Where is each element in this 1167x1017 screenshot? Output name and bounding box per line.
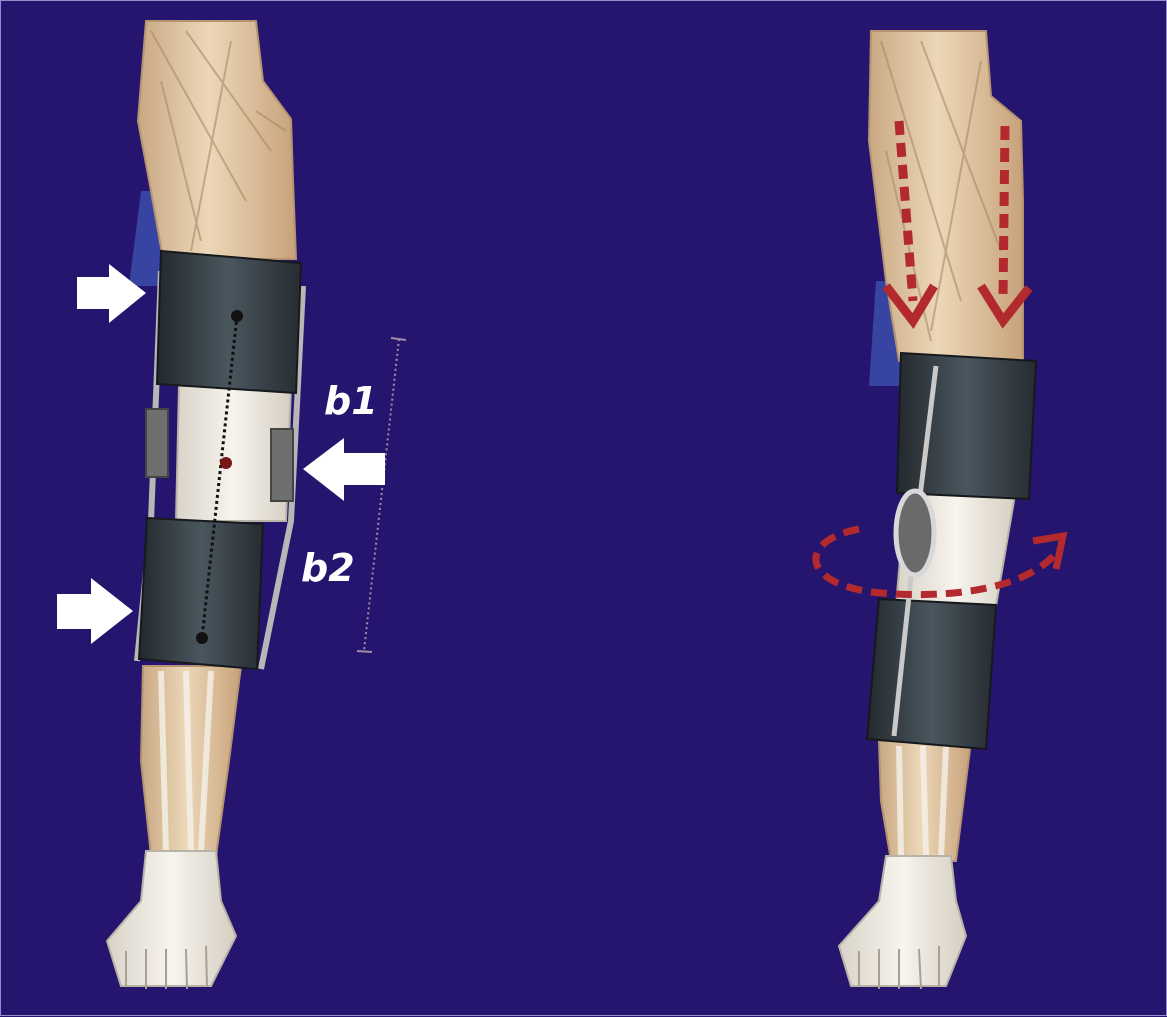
left-lower-brace-band	[139, 518, 263, 669]
left-brace-inner-hinge	[271, 429, 293, 501]
right-lower-brace-band	[867, 599, 996, 749]
measure-tick-bottom	[357, 651, 372, 652]
left-leg-illustration: b1 b2	[57, 21, 406, 989]
measure-tick-top	[391, 338, 406, 340]
left-upper-brace-band	[157, 251, 301, 393]
left-thigh	[138, 21, 296, 259]
lower-force-arrow	[57, 578, 133, 644]
left-knee-pivot-point	[220, 457, 232, 469]
knee-force-arrow	[303, 438, 385, 501]
right-brace-hinge	[896, 491, 934, 575]
left-brace-outer-hinge	[146, 409, 168, 477]
left-upper-contact-point	[231, 310, 243, 322]
right-upper-brace-band	[897, 353, 1036, 499]
label-b1: b1	[324, 379, 378, 423]
label-b2: b2	[301, 546, 355, 590]
right-leg-illustration	[816, 31, 1063, 989]
left-lower-contact-point	[196, 632, 208, 644]
